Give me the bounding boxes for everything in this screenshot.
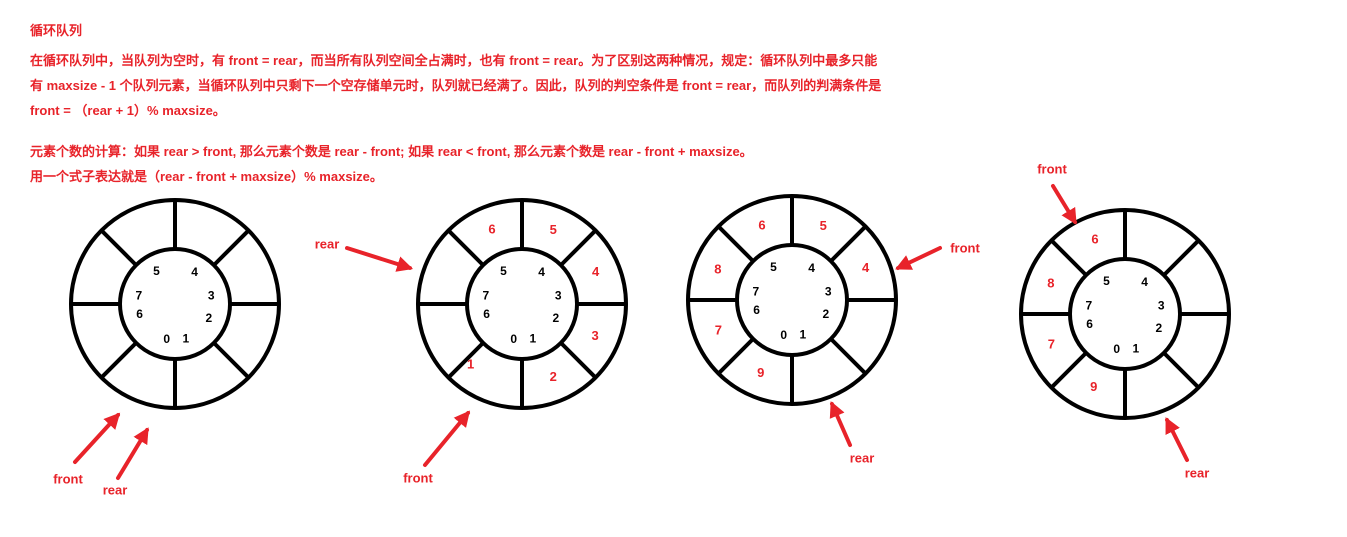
paragraph-line-1: 在循环队列中，当队列为空时，有 front = rear，而当所有队列空间全占满…: [30, 53, 878, 68]
slot-index-label: 6: [483, 307, 490, 321]
slot-index-label: 3: [825, 284, 832, 298]
pointer-arrow: [829, 401, 852, 447]
ring-divider: [447, 229, 485, 267]
slot-value-label: 3: [591, 328, 598, 343]
slot-value-label: 8: [714, 261, 721, 276]
ring-divider: [717, 225, 755, 263]
slot-index-label: 3: [1158, 298, 1165, 312]
pointer-arrow: [73, 412, 121, 464]
slot-index-label: 2: [822, 307, 829, 321]
rear-pointer-label: rear: [1185, 465, 1210, 480]
slot-value-label: 9: [757, 365, 764, 380]
ring-inner: [1068, 257, 1182, 371]
slot-value-label: 9: [1090, 379, 1097, 394]
count-formula-line-2: 用一个式子表达就是（rear - front + maxsize）% maxsi…: [30, 169, 383, 184]
ring-divider: [559, 229, 597, 267]
slot-value-label: 7: [715, 323, 722, 338]
ring-divider: [100, 341, 138, 379]
ring-divider: [559, 341, 597, 379]
pointer-arrow: [345, 246, 414, 272]
pointer-arrow: [1165, 417, 1189, 462]
slot-index-label: 4: [808, 261, 815, 275]
slot-value-label: 4: [592, 264, 600, 279]
slot-index-label: 4: [538, 265, 545, 279]
slot-value-label: 4: [862, 260, 870, 275]
pointer-arrow: [895, 246, 942, 270]
rear-pointer-label: rear: [850, 450, 875, 465]
slot-index-label: 1: [182, 332, 189, 346]
rear-pointer-label: rear: [103, 482, 128, 497]
slot-value-label: 8: [1047, 275, 1054, 290]
slot-index-label: 0: [510, 332, 517, 346]
slot-value-label: 6: [1091, 231, 1098, 246]
slot-index-label: 7: [1085, 298, 1092, 312]
slot-index-label: 2: [552, 311, 559, 325]
slot-index-label: 6: [753, 303, 760, 317]
slot-index-label: 7: [482, 288, 489, 302]
slot-index-label: 3: [208, 288, 215, 302]
slot-index-label: 1: [799, 328, 806, 342]
slot-index-label: 0: [1113, 342, 1120, 356]
pointer-arrow: [423, 410, 471, 467]
slot-index-label: 3: [555, 288, 562, 302]
front-pointer-label: front: [53, 471, 83, 486]
slot-index-label: 2: [205, 311, 212, 325]
pointer-arrow: [1051, 184, 1077, 225]
ring-divider: [100, 229, 138, 267]
slot-index-label: 0: [163, 332, 170, 346]
slot-index-label: 7: [752, 284, 759, 298]
rear-pointer-label: rear: [315, 236, 340, 251]
paragraph-line-2: 有 maxsize - 1 个队列元素，当循环队列中只剩下一个空存储单元时，队列…: [30, 78, 882, 93]
slot-value-label: 5: [550, 222, 557, 237]
slot-value-label: 1: [467, 357, 474, 372]
ring-inner: [465, 247, 579, 361]
ring-divider: [829, 337, 867, 375]
slot-index-label: 2: [1155, 321, 1162, 335]
slot-index-label: 0: [780, 328, 787, 342]
slot-index-label: 5: [500, 264, 507, 278]
ring-divider: [717, 337, 755, 375]
heading: 循环队列: [30, 23, 83, 38]
paragraph-line-3: front = （rear + 1）% maxsize。: [30, 103, 226, 118]
ring-divider: [829, 225, 867, 263]
slot-index-label: 7: [135, 288, 142, 302]
front-pointer-label: front: [1037, 161, 1067, 176]
ring-divider: [212, 341, 250, 379]
slot-value-label: 5: [820, 218, 827, 233]
slot-index-label: 1: [1132, 342, 1139, 356]
slot-index-label: 5: [1103, 274, 1110, 288]
front-pointer-label: front: [950, 240, 980, 255]
slot-index-label: 6: [1086, 317, 1093, 331]
ring-inner: [735, 243, 849, 357]
ring-divider: [1050, 351, 1088, 389]
ring-divider: [1162, 351, 1200, 389]
slot-index-label: 4: [191, 265, 198, 279]
slot-index-label: 1: [529, 332, 536, 346]
slot-value-label: 7: [1048, 337, 1055, 352]
pointer-arrow: [116, 427, 149, 480]
slot-index-label: 5: [770, 260, 777, 274]
slot-value-label: 2: [550, 369, 557, 384]
slot-value-label: 6: [488, 221, 495, 236]
front-pointer-label: front: [403, 470, 433, 485]
slot-index-label: 6: [136, 307, 143, 321]
ring-divider: [1162, 239, 1200, 277]
ring-divider: [1050, 239, 1088, 277]
count-formula-line-1: 元素个数的计算：如果 rear > front, 那么元素个数是 rear - …: [30, 144, 753, 159]
ring-divider: [212, 229, 250, 267]
ring-divider: [447, 341, 485, 379]
slot-index-label: 5: [153, 264, 160, 278]
ring-inner: [118, 247, 232, 361]
slot-value-label: 6: [758, 217, 765, 232]
slot-index-label: 4: [1141, 275, 1148, 289]
